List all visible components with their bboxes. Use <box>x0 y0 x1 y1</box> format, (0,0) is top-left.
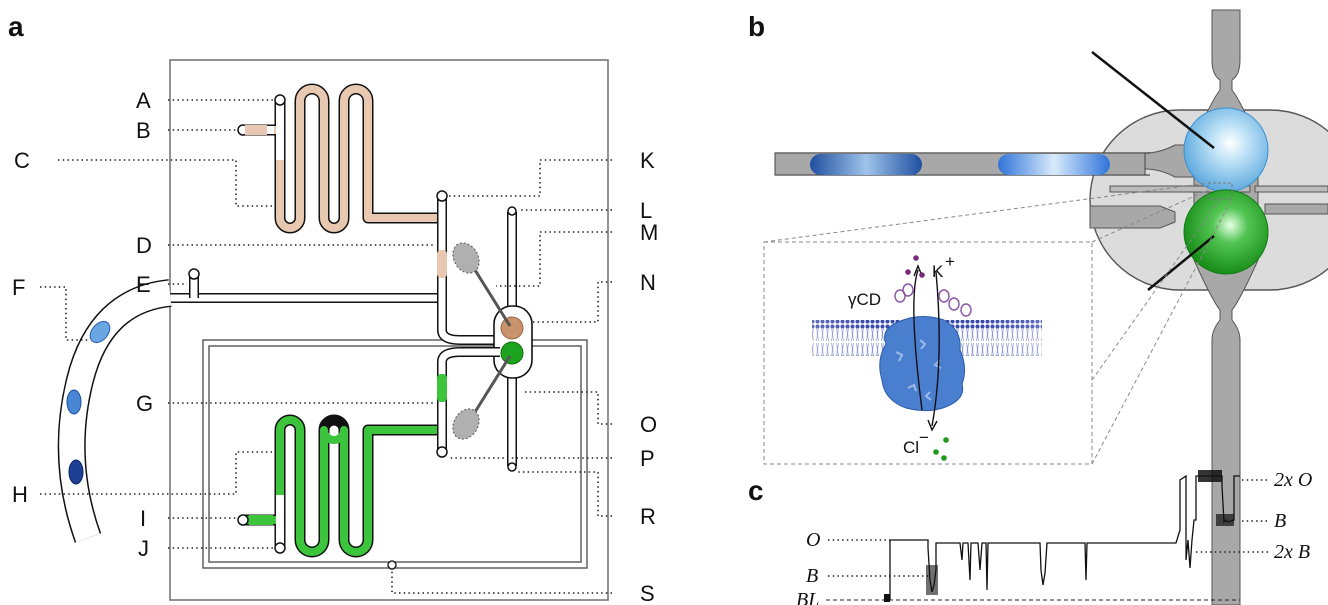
label-b: B <box>136 118 151 143</box>
label-k-sup: + <box>945 252 955 271</box>
label-j: J <box>138 536 149 561</box>
ion-channel-protein <box>879 316 966 412</box>
electrode-top <box>468 261 512 327</box>
label-g: G <box>136 391 153 416</box>
panel-c: c O B BL 2x O B 2x B <box>748 469 1312 605</box>
droplet-mid <box>66 389 82 415</box>
channel-k <box>436 190 500 345</box>
label-k: K <box>640 148 655 173</box>
panel-label-c: c <box>748 475 764 506</box>
label-p: P <box>640 446 655 471</box>
label-cd: γCD <box>848 290 881 309</box>
leaders-right <box>391 159 612 594</box>
channel-e <box>168 268 440 303</box>
droplet-blue <box>1183 107 1269 193</box>
label-e: E <box>136 272 151 297</box>
label-m: M <box>640 220 658 245</box>
inlet-a <box>274 94 286 106</box>
droplet-light <box>998 154 1110 175</box>
label-c: C <box>14 148 30 173</box>
chip-outline <box>169 59 609 601</box>
lower-serpentine <box>237 414 440 558</box>
inlet-k <box>436 190 448 202</box>
loop-channel <box>202 339 588 569</box>
label-h: H <box>12 482 28 507</box>
panel-b: b <box>748 9 1328 605</box>
droplet-tan <box>500 316 524 340</box>
channel-p <box>436 347 500 458</box>
inlet-r <box>507 462 517 472</box>
inlet-e <box>188 268 200 280</box>
label-o: O <box>640 412 657 437</box>
leaders-left <box>40 99 436 549</box>
electrode-bottom <box>468 355 512 421</box>
cyclodextrin <box>894 289 906 303</box>
lower-inlet-channel <box>1089 205 1176 229</box>
k-ion <box>913 255 919 261</box>
inlet-s <box>387 560 397 570</box>
label-cl-ion: Cl <box>903 438 919 457</box>
trace-label-b-right: B <box>1274 510 1286 532</box>
label-n: N <box>640 270 656 295</box>
label-cl-sup: − <box>919 428 929 447</box>
bilayer-inset: γCD K + Cl − <box>763 241 1093 465</box>
panel-label-a: a <box>8 11 24 42</box>
trace-label-2xb: 2x B <box>1274 541 1310 563</box>
droplet-h <box>68 459 84 485</box>
inlet-l <box>507 206 517 216</box>
upper-serpentine <box>237 83 442 234</box>
central-chamber <box>452 242 533 440</box>
panel-label-b: b <box>748 11 765 42</box>
label-d: D <box>136 233 152 258</box>
inlet-p <box>436 446 448 458</box>
inlet-i <box>237 514 249 526</box>
droplet-dark <box>810 154 922 175</box>
inlet-j <box>274 542 286 554</box>
label-l: L <box>640 198 652 223</box>
droplet-f <box>89 320 111 344</box>
current-trace <box>884 474 1240 601</box>
electrode-upper <box>1091 51 1215 149</box>
droplet-green <box>500 341 524 365</box>
tubing <box>57 279 172 543</box>
cl-ion <box>943 437 949 443</box>
trace-label-2xo: 2x O <box>1274 469 1312 491</box>
label-a: A <box>136 88 151 113</box>
panel-a: a <box>8 11 658 605</box>
trace-label-o: O <box>806 529 820 551</box>
label-r: R <box>640 504 656 529</box>
trace-label-bl: BL <box>796 589 819 605</box>
label-i: I <box>140 506 146 531</box>
droplet-green-b <box>1183 189 1269 275</box>
electrode-lower <box>1147 235 1215 291</box>
label-f: F <box>12 275 25 300</box>
label-k-ion: K <box>932 262 944 281</box>
label-s: S <box>640 581 655 605</box>
trace-label-b: B <box>806 565 818 587</box>
